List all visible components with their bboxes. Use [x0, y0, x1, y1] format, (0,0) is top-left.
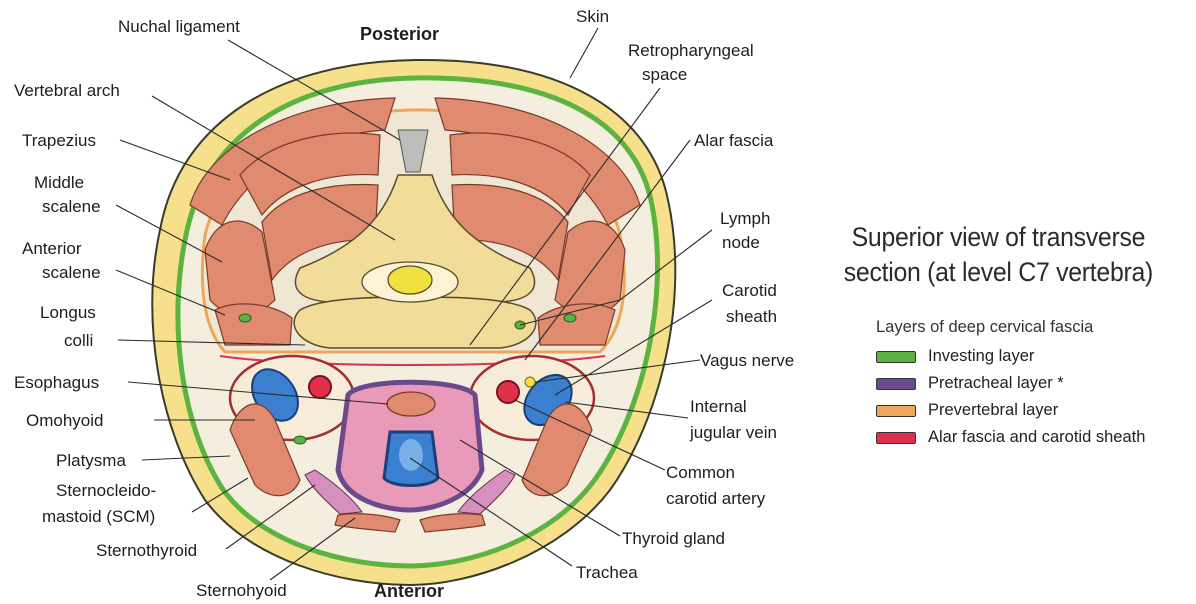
label-lymph-node-2: node — [722, 233, 760, 252]
label-omohyoid: Omohyoid — [26, 411, 103, 430]
label-middle-scalene-1: Middle — [34, 173, 84, 192]
label-trapezius: Trapezius — [22, 131, 96, 150]
trachea-lumen — [399, 439, 423, 471]
legend-swatch-alar-carotid — [876, 432, 916, 444]
label-longus-colli-2: colli — [64, 331, 93, 350]
legend-heading: Layers of deep cervical fascia — [876, 318, 1186, 337]
fascia-legend: Layers of deep cervical fascia Investing… — [876, 318, 1186, 451]
label-scm-2: mastoid (SCM) — [42, 507, 155, 526]
legend-label: Pretracheal layer * — [928, 374, 1064, 393]
label-anterior-scalene-1: Anterior — [22, 239, 82, 258]
figure-title-line-1: Superior view of transverse — [842, 220, 1155, 255]
lymph-node-1 — [239, 314, 251, 322]
legend-item-alar-carotid: Alar fascia and carotid sheath — [876, 424, 1186, 451]
legend-swatch-prevertebral — [876, 405, 916, 417]
figure-title-line-2: section (at level C7 vertebra) — [842, 255, 1155, 290]
legend-swatch-pretracheal — [876, 378, 916, 390]
label-skin: Skin — [576, 7, 609, 26]
label-carotid-sheath-2: sheath — [726, 307, 777, 326]
label-retropharyngeal-2: space — [642, 65, 687, 84]
label-vertebral-arch: Vertebral arch — [14, 81, 120, 100]
legend-item-prevertebral: Prevertebral layer — [876, 397, 1186, 424]
label-lymph-node-1: Lymph — [720, 209, 770, 228]
legend-swatch-investing — [876, 351, 916, 363]
label-anterior: Anterior — [374, 581, 444, 601]
legend-label: Prevertebral layer — [928, 401, 1058, 420]
label-common-carotid-1: Common — [666, 463, 735, 482]
label-anterior-scalene-2: scalene — [42, 263, 101, 282]
label-longus-colli-1: Longus — [40, 303, 96, 322]
label-platysma: Platysma — [56, 451, 126, 470]
lymph-node-3 — [294, 436, 306, 444]
label-vagus-nerve: Vagus nerve — [700, 351, 794, 370]
label-nuchal-ligament: Nuchal ligament — [118, 17, 240, 36]
label-scm-1: Sternocleido- — [56, 481, 156, 500]
legend-label: Investing layer — [928, 347, 1034, 366]
label-alar-fascia: Alar fascia — [694, 131, 774, 150]
common-carotid-artery-right — [497, 381, 519, 403]
vagus-nerve-right — [525, 377, 535, 387]
label-sternothyroid: Sternothyroid — [96, 541, 197, 560]
label-sternohyoid: Sternohyoid — [196, 581, 287, 600]
label-trachea: Trachea — [576, 563, 638, 582]
figure-title: Superior view of transverse section (at … — [842, 220, 1155, 290]
label-middle-scalene-2: scalene — [42, 197, 101, 216]
legend-item-investing: Investing layer — [876, 343, 1186, 370]
label-internal-jugular-2: jugular vein — [689, 423, 777, 442]
lymph-node-2 — [564, 314, 576, 322]
label-internal-jugular-1: Internal — [690, 397, 747, 416]
esophagus — [387, 392, 435, 416]
label-thyroid-gland: Thyroid gland — [622, 529, 725, 548]
legend-item-pretracheal: Pretracheal layer * — [876, 370, 1186, 397]
legend-label: Alar fascia and carotid sheath — [928, 428, 1145, 447]
label-posterior: Posterior — [360, 24, 439, 44]
common-carotid-artery-left — [309, 376, 331, 398]
spinal-cord — [388, 266, 432, 294]
label-carotid-sheath-1: Carotid — [722, 281, 777, 300]
label-common-carotid-2: carotid artery — [666, 489, 766, 508]
label-esophagus: Esophagus — [14, 373, 99, 392]
label-retropharyngeal-1: Retropharyngeal — [628, 41, 754, 60]
